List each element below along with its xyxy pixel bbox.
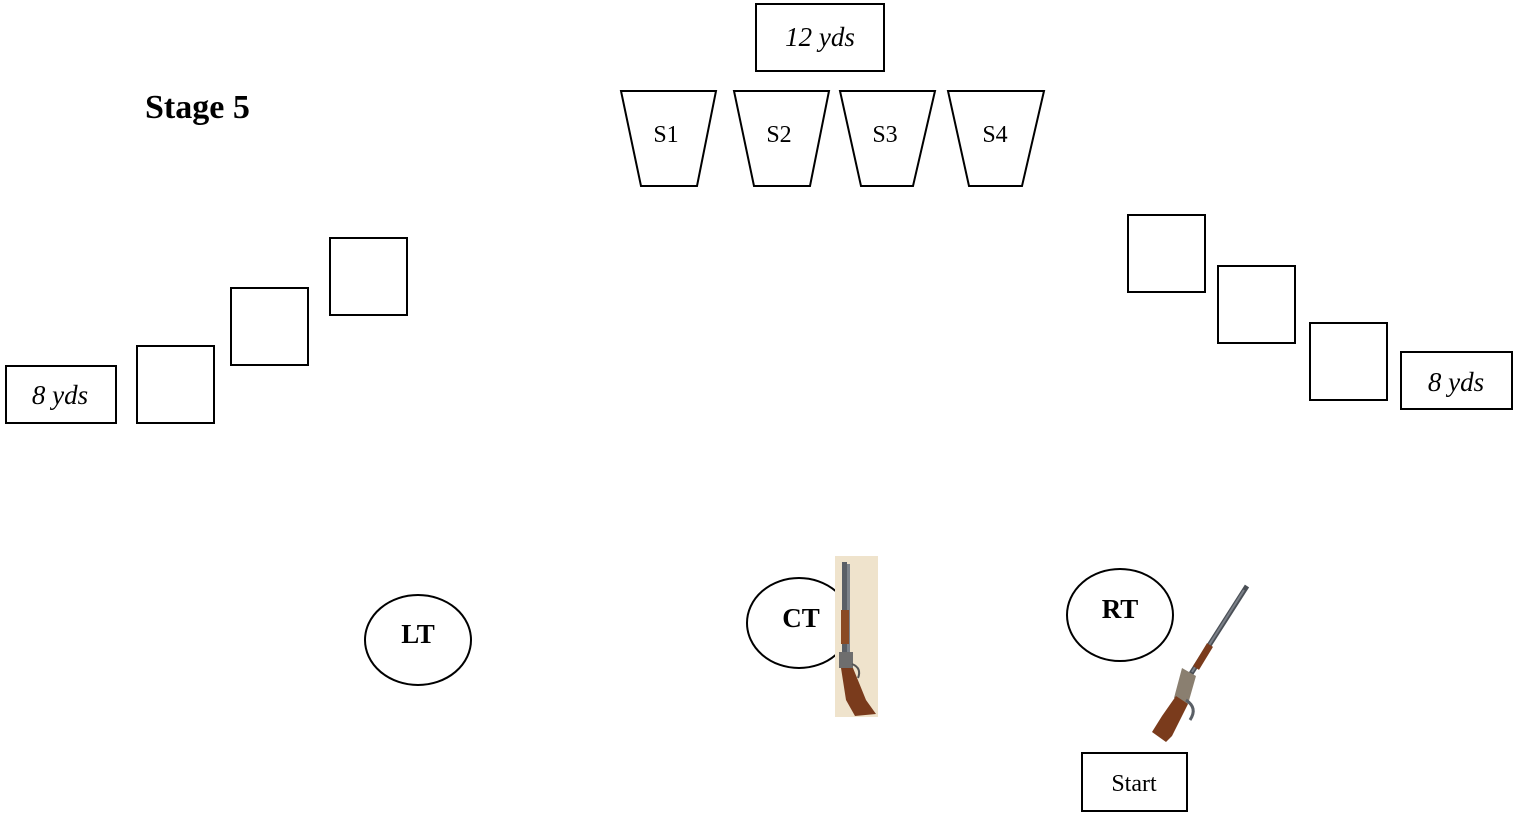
center-distance-box: 12 yds (755, 3, 885, 72)
right-target-1 (1127, 214, 1206, 293)
shotgun-target-label: S1 (653, 122, 678, 148)
shotgun-target-s2: S2 (732, 90, 831, 187)
left-target-1 (136, 345, 215, 424)
left-table: LT (364, 594, 472, 686)
left-table-label: LT (401, 619, 435, 649)
shotgun-image (835, 556, 878, 717)
shotgun-target-s1: S1 (619, 90, 718, 187)
shotgun-target-label: S2 (766, 122, 791, 148)
stage-title: Stage 5 (145, 89, 250, 126)
start-label: Start (1111, 771, 1157, 797)
shotgun-target-s3: S3 (838, 90, 937, 187)
right-table: RT (1066, 568, 1174, 662)
left-target-3 (329, 237, 408, 316)
right-table-label: RT (1102, 594, 1139, 624)
right-distance-box: 8 yds (1400, 351, 1513, 410)
center-table-label: CT (782, 603, 820, 633)
rifle-image (1152, 584, 1250, 742)
left-distance-box: 8 yds (5, 365, 117, 424)
shotgun-target-label: S4 (982, 122, 1007, 148)
right-target-3 (1309, 322, 1388, 401)
right-distance-label: 8 yds (1428, 367, 1484, 397)
start-box: Start (1081, 752, 1188, 812)
left-distance-label: 8 yds (32, 380, 88, 410)
left-target-2 (230, 287, 309, 366)
right-target-2 (1217, 265, 1296, 344)
shotgun-target-label: S3 (872, 122, 897, 148)
shotgun-target-s4: S4 (946, 90, 1046, 187)
center-distance-label: 12 yds (785, 22, 855, 52)
